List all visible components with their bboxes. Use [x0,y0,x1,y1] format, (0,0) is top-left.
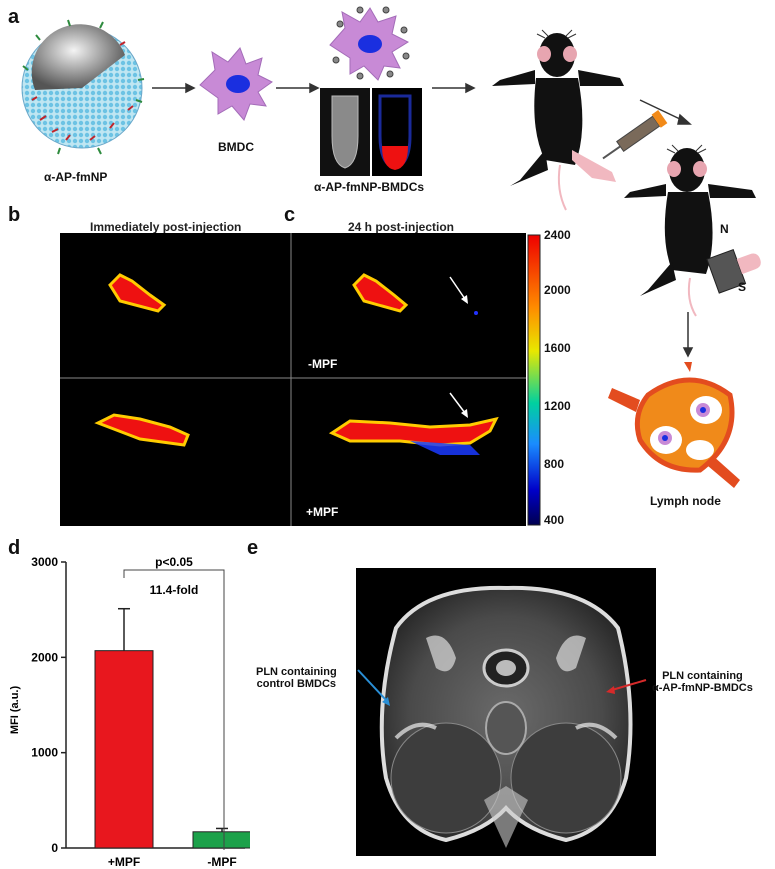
p-value-annotation: p<0.05 [155,555,193,569]
y-tick-label: 2000 [31,650,58,664]
mri-scan [379,585,633,848]
panel-a-illustration [21,6,761,488]
bmdc-cell-illustration [199,47,273,121]
y-tick-label: 3000 [31,555,58,569]
lymph-node-label: Lymph node [650,494,721,508]
bar-chart: 0 1000 2000 3000 +MPF -MPF MFI (a.u.) p<0.05… [9,555,250,869]
panel-c-title: 24 h post-injection [348,220,455,234]
mouse-illustration-2 [624,144,756,317]
magnet-illustration [706,249,761,294]
colorbar-tick-4: 800 [544,457,565,471]
significance-bracket [123,569,225,850]
loaded-pln-label: PLN containing α-AP-fmNP-BMDCs [652,670,753,694]
fold-annotation: 11.4-fold [150,583,199,597]
magnet-north-label: N [720,222,729,236]
y-axis-label: MFI (a.u.) [9,686,21,735]
colorbar [527,234,541,526]
loaded-arrow [611,679,647,691]
nanoparticle-label: α-AP-fmNP [44,170,108,184]
panel-letter-b: b [8,204,21,226]
colorbar-tick-1: 2000 [544,283,571,297]
colorbar-tick-5: 400 [544,513,565,527]
lymph-node-illustration [608,362,740,488]
control-pln-label: PLN containing control BMDCs [256,666,337,690]
panel-b-title: Immediately post-injection [90,220,242,234]
colorbar-tick-3: 1200 [544,399,571,413]
x-tick-label-1: -MPF [207,855,236,869]
syringe-illustration [602,110,668,160]
x-tick-label-0: +MPF [108,855,140,869]
loaded-bmdc-label: α-AP-fmNP-BMDCs [314,180,425,194]
colorbar-tick-2: 1600 [544,341,571,355]
panel-letter-d: d [8,537,21,559]
fluorescence-heatmaps [60,233,526,526]
panel-letter-e: e [247,537,259,559]
panel-letter-c: c [284,204,296,226]
y-tick-label: 0 [51,841,58,855]
control-arrow [357,669,387,701]
nanoparticle-illustration [21,19,145,155]
minus-mpf-label: -MPF [308,357,338,371]
loaded-bmdc-illustration [329,6,410,81]
fluorescence-image-grid: -MPF +MPF [60,233,526,526]
plus-mpf-label: +MPF [306,505,339,519]
bar-0 [94,650,154,849]
panel-letter-a: a [8,6,20,28]
mri-image [356,568,656,856]
mouse-illustration-1 [492,29,624,211]
tube-photo [320,88,422,176]
y-tick-label: 1000 [31,746,58,760]
mri-arrows [357,669,647,706]
bmdc-label: BMDC [218,140,254,154]
colorbar-tick-0: 2400 [544,228,571,242]
magnet-south-label: S [738,280,747,294]
